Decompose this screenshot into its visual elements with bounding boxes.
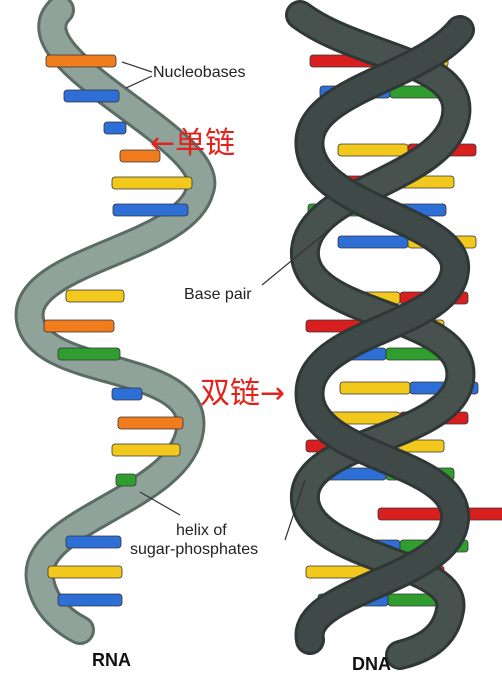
base-pair-label: Base pair	[184, 286, 252, 303]
rna-nucleobase	[43, 319, 115, 333]
rna-nucleobase	[111, 387, 143, 401]
helix-pointer-rna	[139, 491, 181, 516]
rna-nucleobase	[45, 54, 117, 68]
helix-pointer-dna	[284, 479, 306, 541]
rna-nucleobase	[111, 176, 193, 190]
double-strand-annotation: 双链→	[200, 376, 286, 411]
rna-nucleobase	[57, 347, 121, 361]
nucleobases-label: Nucleobases	[153, 64, 246, 81]
rna-nucleobase	[119, 149, 161, 163]
rna-nucleobase	[47, 565, 123, 579]
helix-label-line1: helix of	[176, 522, 227, 539]
dna-backbone-strand-2-fill	[297, 18, 472, 652]
rna-nucleobase	[63, 89, 120, 103]
helix-label-line2: sugar-phosphates	[130, 541, 259, 558]
dna-helix	[285, 0, 502, 670]
dna-base-left	[337, 143, 409, 157]
rna-nucleobase	[65, 289, 125, 303]
dna-base-left	[339, 381, 411, 395]
nucleobases-pointer-2	[125, 75, 153, 89]
rna-backbone-highlight	[17, 0, 214, 642]
rna-nucleobase	[117, 416, 184, 430]
rna-caption: RNA	[92, 650, 131, 670]
dna-caption: DNA	[352, 654, 391, 674]
rna-nucleobase	[115, 473, 137, 487]
base-pair-pointer	[261, 224, 336, 286]
rna-nucleobase	[103, 121, 127, 135]
rna-nucleobase	[57, 593, 123, 607]
single-strand-annotation: ←单链	[150, 126, 236, 161]
rna-nucleobase	[112, 203, 189, 217]
rna-nucleobases	[43, 54, 193, 607]
annotation-lines	[121, 61, 336, 541]
rna-nucleobase	[65, 535, 122, 549]
rna-helix	[14, 0, 217, 645]
nucleobases-pointer-1	[121, 61, 153, 73]
rna-nucleobase	[111, 443, 181, 457]
dna-base-left	[377, 507, 449, 521]
dna-base-left	[337, 235, 409, 249]
